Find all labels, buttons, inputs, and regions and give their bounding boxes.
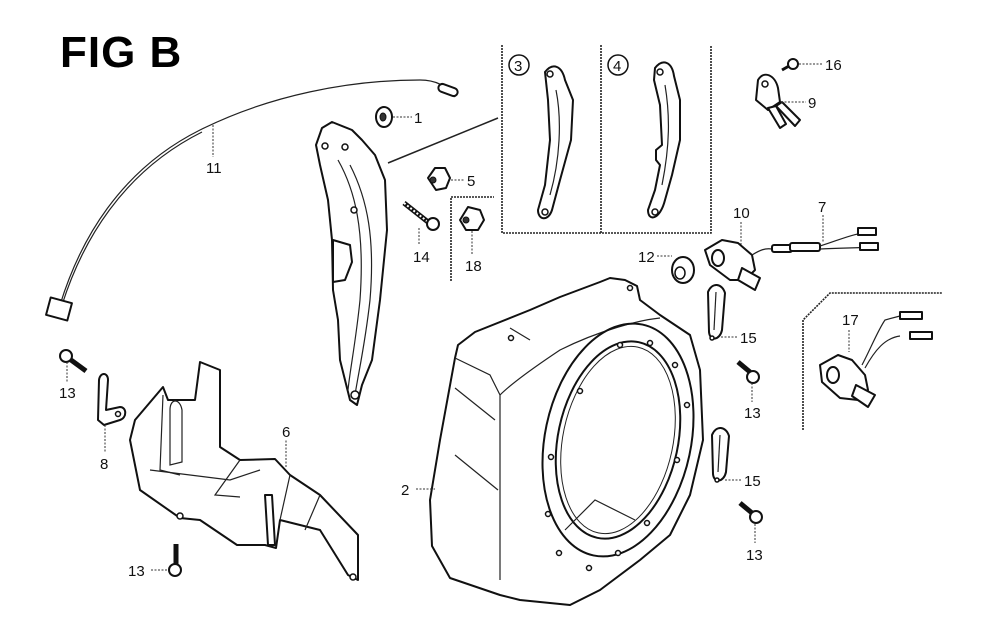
grommet-part: [671, 256, 695, 284]
callout-13c: 13: [744, 405, 761, 422]
flange-bolt-part-right-upper: [736, 360, 760, 384]
flange-bolt-part-left: [59, 349, 88, 374]
callout-4-circle: [607, 54, 629, 76]
bracket-box-18: [450, 196, 494, 281]
collar-nut-part: [375, 106, 393, 128]
stay-bracket-part: [97, 373, 127, 426]
reference-line: [387, 117, 499, 164]
callout-6: 6: [282, 424, 290, 441]
control-cable-part: [45, 79, 459, 322]
callout-11: 11: [206, 160, 222, 177]
fan-cover-shroud-part: [429, 277, 704, 606]
bracket-box-17: [802, 292, 942, 430]
callout-13b: 13: [128, 563, 145, 580]
callout-18: 18: [465, 258, 482, 275]
callout-16: 16: [825, 57, 842, 74]
callout-13d: 13: [746, 547, 763, 564]
callout-15b: 15: [744, 473, 761, 490]
callout-10: 10: [733, 205, 750, 222]
wire-clamp-part-upper: [707, 284, 726, 341]
callout-9: 9: [808, 95, 816, 112]
callout-12: 12: [638, 249, 655, 266]
clip-nut-alt-part: [459, 206, 485, 231]
side-plate-variant-b-part: [647, 61, 681, 219]
oil-alert-switch-alt-part: [819, 311, 933, 408]
oil-alert-switch-part: [704, 239, 773, 291]
callout-4: 4: [613, 58, 621, 75]
wire-harness-part: [771, 227, 879, 253]
callout-7: 7: [818, 199, 826, 216]
callout-15a: 15: [740, 330, 757, 347]
screw-part: [781, 58, 799, 72]
callout-13a: 13: [59, 385, 76, 402]
callout-14: 14: [413, 249, 430, 266]
callout-1: 1: [414, 110, 422, 127]
flange-bolt-part-bottom: [168, 544, 182, 577]
variant-box: [501, 45, 712, 234]
lower-cover-part: [129, 361, 359, 581]
callout-8: 8: [100, 456, 108, 473]
side-plate-part: [315, 121, 388, 406]
flange-bolt-part-right-lower: [738, 501, 763, 524]
side-plate-variant-a-part: [537, 65, 574, 220]
callout-2: 2: [401, 482, 409, 499]
ground-terminal-part: [755, 73, 801, 129]
clip-nut-part: [427, 167, 451, 191]
callout-3: 3: [514, 58, 522, 75]
callout-3-circle: [508, 54, 530, 76]
long-bolt-part: [402, 201, 440, 231]
figure-title: FIG B: [60, 28, 183, 77]
callout-5: 5: [467, 173, 475, 190]
wire-clamp-part-lower: [711, 427, 730, 483]
callout-17: 17: [842, 312, 859, 329]
